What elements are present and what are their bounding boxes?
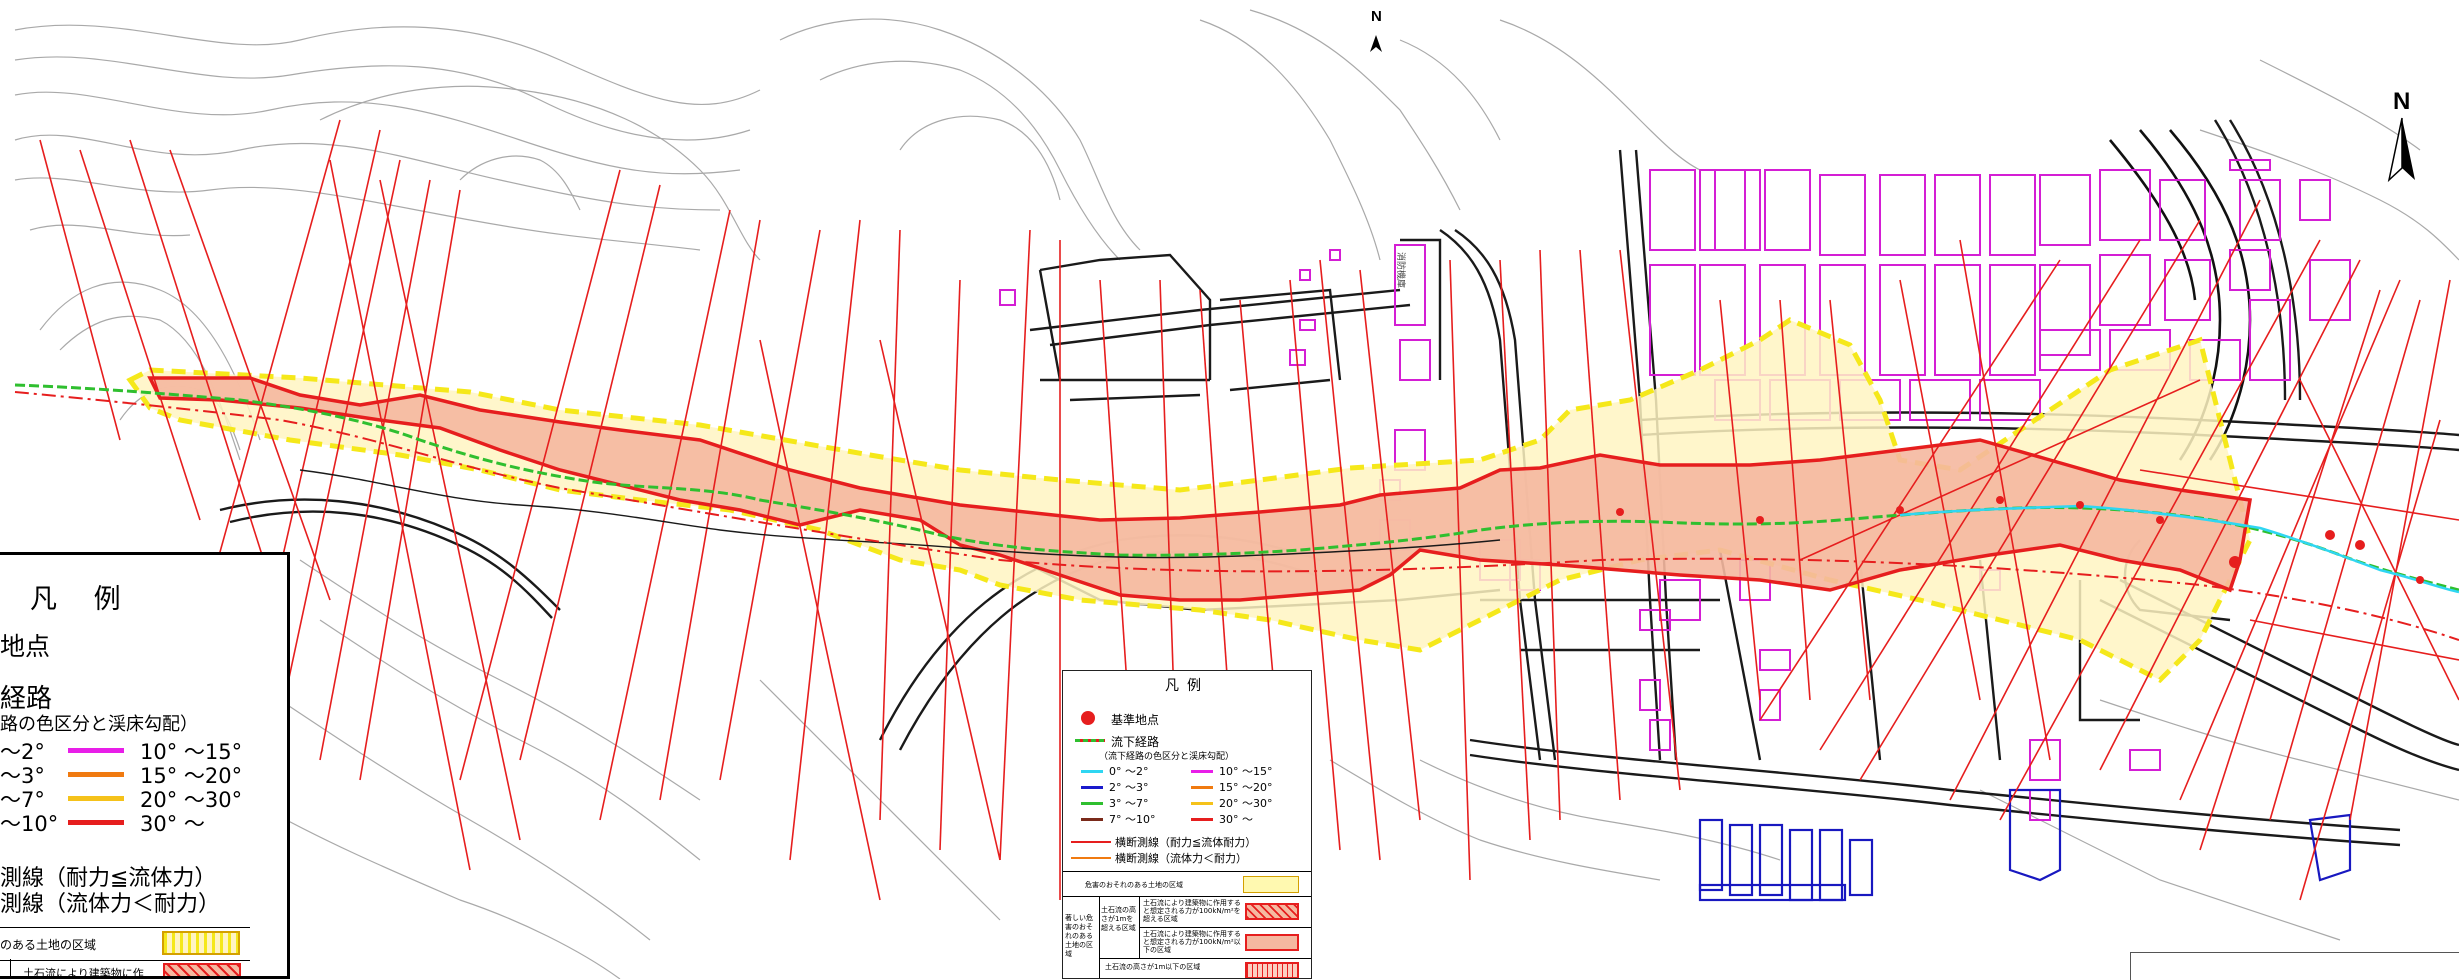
legend-small-slope-4: 3° ～7° xyxy=(1109,797,1149,810)
legend-large-route-sub: 路の色区分と渓床勾配） xyxy=(0,714,198,735)
legend-large: 凡 例 地点 経路 路の色区分と渓床勾配） ～2° ～3° ～7° ～10° 1… xyxy=(0,552,290,979)
red-dashdot-line xyxy=(14,391,2459,641)
cross-line-red xyxy=(1071,841,1111,843)
cross-section-lines xyxy=(39,119,2459,901)
legend-small-cross1: 横断測線（耐力≦流体耐力） xyxy=(1115,836,1257,849)
north-arrow-small xyxy=(1370,35,1382,52)
zone-header-swatch xyxy=(1243,876,1299,893)
flow-path-line xyxy=(14,383,2459,592)
legend-small-slope-1: 10° ～15° xyxy=(1219,765,1273,778)
zone-row1: 土石流により建築物に作用すると想定される力が100kN/m²を超える区域 xyxy=(1139,896,1311,928)
zone-table: 危害のおそれのある土地の区域 著しい危害のおそれのある土地の区域 土石流の高さが… xyxy=(1063,871,1311,978)
north-label-large: N xyxy=(2393,88,2411,115)
zone-row1-swatch xyxy=(1245,903,1299,920)
legend-large-zone1: のある土地の区域 xyxy=(0,927,250,961)
legend-large-slope-left-3: ～7° xyxy=(0,788,45,812)
reference-points xyxy=(1616,496,2424,584)
legend-small-route-sub: （流下経路の色区分と渓床勾配） xyxy=(1099,752,1235,762)
legend-large-base-point: 地点 xyxy=(0,632,51,661)
legend-small-slope-0: 0° ～2° xyxy=(1109,765,1149,778)
legend-small-slope-2: 2° ～3° xyxy=(1109,781,1149,794)
legend-small-swatch-6 xyxy=(1081,818,1103,821)
legend-large-zone1-swatch xyxy=(162,931,240,955)
cross-line-orange xyxy=(1071,857,1111,859)
legend-large-slope-left-1: ～2° xyxy=(0,740,45,764)
zone-row1-label: 土石流により建築物に作用すると想定される力が100kN/m²を超える区域 xyxy=(1143,899,1241,923)
zone-mid-label: 土石流の高さが1mを超える区域 xyxy=(1101,906,1136,932)
legend-large-title: 凡 例 xyxy=(30,584,135,615)
zone-row3-label: 土石流の高さが1m以下の区域 xyxy=(1105,963,1201,971)
legend-large-slope-right-4: 30° ～ xyxy=(140,812,205,836)
legend-large-slope-right-2: 15° ～20° xyxy=(140,764,243,788)
legend-small-slope-7: 30° ～ xyxy=(1219,813,1253,826)
legend-small-route-title: 流下経路 xyxy=(1111,735,1160,749)
zone-row3: 土石流の高さが1m以下の区域 xyxy=(1099,958,1311,978)
legend-large-slope-left-2: ～3° xyxy=(0,764,45,788)
legend-small: 凡例 基準地点 流下経路 （流下経路の色区分と渓床勾配） 0° ～2° 10° … xyxy=(1062,670,1312,979)
blue-buildings xyxy=(1698,788,2352,902)
legend-small-title: 凡例 xyxy=(1165,678,1209,694)
north-label-small: N xyxy=(1371,8,1382,25)
legend-small-swatch-4 xyxy=(1081,802,1103,805)
legend-large-swatch-orange xyxy=(68,772,124,777)
legend-large-zone2-swatch xyxy=(163,963,241,976)
base-point-dot-icon xyxy=(1081,711,1095,725)
zone-row2-swatch xyxy=(1245,934,1299,951)
north-arrow-large xyxy=(2387,117,2415,183)
legend-small-slope-6: 7° ～10° xyxy=(1109,813,1156,826)
legend-large-swatch-red xyxy=(68,820,124,825)
legend-large-route-title: 経路 xyxy=(0,684,53,714)
contour-lines xyxy=(14,9,2459,979)
legend-small-swatch-2 xyxy=(1081,786,1103,789)
legend-small-base-point: 基準地点 xyxy=(1111,713,1160,727)
legend-large-slope-left-4: ～10° xyxy=(0,812,59,836)
route-icon xyxy=(1075,739,1105,742)
legend-small-cross2: 横断測線（流体力＜耐力） xyxy=(1115,852,1247,865)
legend-small-swatch-1 xyxy=(1191,770,1213,773)
zone-row3-swatch xyxy=(1245,962,1299,978)
zone-left-label: 著しい危害のおそれのある土地の区域 xyxy=(1065,914,1093,958)
legend-small-swatch-3 xyxy=(1191,786,1213,789)
river-line xyxy=(299,469,1501,559)
legend-large-zone2: 土石流により建築物に作 xyxy=(10,959,261,979)
legend-large-zone1-label: のある土地の区域 xyxy=(0,938,97,952)
legend-large-slope-right-1: 10° ～15° xyxy=(140,740,243,764)
legend-large-swatch-yellow xyxy=(68,796,124,801)
legend-small-slope-3: 15° ～20° xyxy=(1219,781,1273,794)
legend-large-slope-right-3: 20° ～30° xyxy=(140,788,243,812)
legend-large-swatch-magenta xyxy=(68,748,124,753)
title-block-frame xyxy=(2130,952,2459,980)
legend-small-swatch-7 xyxy=(1191,818,1213,821)
legend-small-swatch-0 xyxy=(1081,770,1103,773)
legend-small-swatch-5 xyxy=(1191,802,1213,805)
zone-row2-label: 土石流により建築物に作用すると想定される力が100kN/m²以下の区域 xyxy=(1143,930,1241,954)
zone-row2: 土石流により建築物に作用すると想定される力が100kN/m²以下の区域 xyxy=(1139,927,1311,959)
flow-path-blue xyxy=(1899,504,2459,594)
zone-left-cell: 著しい危害のおそれのある土地の区域 xyxy=(1063,896,1100,978)
legend-small-slope-5: 20° ～30° xyxy=(1219,797,1273,810)
zone-row-header: 危害のおそれのある土地の区域 xyxy=(1063,872,1311,897)
building-label: 消防機庫 xyxy=(1395,252,1407,288)
zone-header-label: 危害のおそれのある土地の区域 xyxy=(1085,881,1183,889)
zone-mid-cell: 土石流の高さが1mを超える区域 xyxy=(1099,896,1140,959)
legend-large-cross2: 測線（流体力＜耐力） xyxy=(0,892,221,917)
legend-large-zone2-label: 土石流により建築物に作 xyxy=(23,967,144,979)
legend-large-cross1: 測線（耐力≦流体力） xyxy=(0,866,217,891)
